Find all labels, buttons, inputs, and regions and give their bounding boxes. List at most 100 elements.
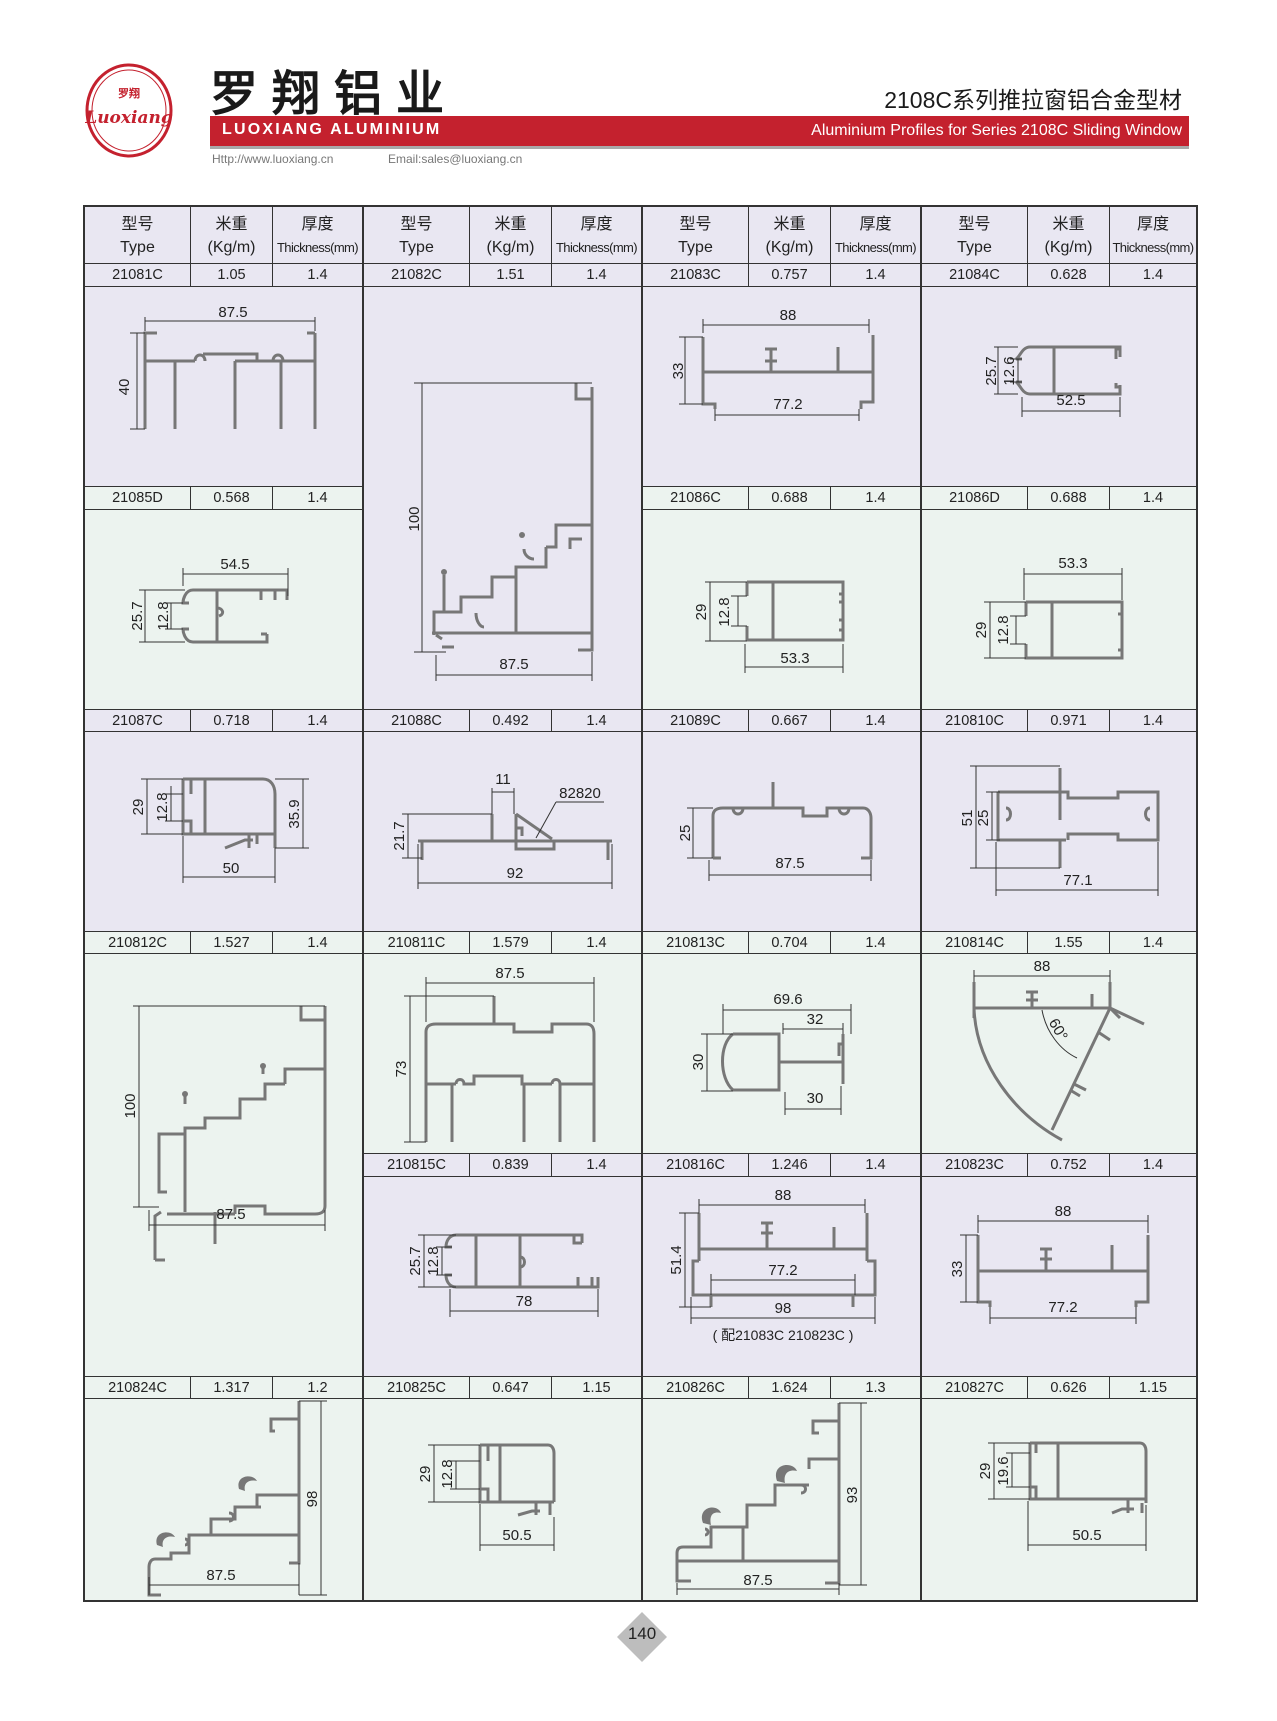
profile-type: 210810C bbox=[922, 710, 1028, 732]
profile-drawing-21086C: 29 12.8 53.3 bbox=[643, 510, 922, 710]
profile-drawing-21084C: 25.7 12.6 52.5 bbox=[922, 287, 1196, 487]
profile-section-icon: 11 82820 21.7 92 bbox=[391, 771, 613, 889]
profile-section-icon: 25.7 12.6 52.5 bbox=[983, 345, 1122, 417]
profile-drawing-210815C: 25.7 12.8 78 bbox=[364, 1177, 643, 1377]
profile-section-icon: 100 87.5 bbox=[122, 1005, 327, 1262]
svg-text:25.7: 25.7 bbox=[983, 356, 1000, 385]
profile-type: 21081C bbox=[85, 264, 191, 287]
compatible-profiles-note: ( 配21083C 210823C ) bbox=[713, 1327, 854, 1343]
profile-weight: 1.55 bbox=[1028, 932, 1110, 954]
profile-type: 210811C bbox=[364, 932, 470, 954]
svg-text:87.5: 87.5 bbox=[495, 965, 524, 982]
page-number: 140 bbox=[627, 1624, 657, 1643]
profile-drawing-210813C: 69.6 32 30 30 bbox=[643, 954, 922, 1154]
website-link[interactable]: Http://www.luoxiang.cn bbox=[212, 152, 334, 166]
profile-section-icon: 29 12.8 50.5 bbox=[417, 1443, 556, 1551]
profile-weight: 1.579 bbox=[470, 932, 552, 954]
profile-weight: 0.647 bbox=[470, 1377, 552, 1399]
profile-thickness: 1.15 bbox=[1110, 1377, 1196, 1399]
profile-drawing-21087C: 29 12.8 35.9 50 bbox=[85, 732, 364, 932]
profile-section-icon: 54.5 25.7 12.8 bbox=[129, 556, 289, 644]
profile-weight: 0.718 bbox=[191, 710, 273, 732]
svg-text:88: 88 bbox=[775, 1187, 792, 1204]
svg-text:93: 93 bbox=[844, 1487, 861, 1504]
svg-text:33: 33 bbox=[949, 1261, 966, 1278]
svg-text:100: 100 bbox=[122, 1093, 139, 1118]
svg-text:30: 30 bbox=[690, 1054, 707, 1071]
profile-weight: 0.626 bbox=[1028, 1377, 1110, 1399]
svg-text:19.6: 19.6 bbox=[995, 1456, 1012, 1485]
profile-weight: 0.667 bbox=[749, 710, 831, 732]
profile-type: 210823C bbox=[922, 1154, 1028, 1177]
col-header-weight: 米重(Kg/m) bbox=[749, 207, 831, 264]
svg-text:77.2: 77.2 bbox=[1048, 1299, 1077, 1316]
col-header-weight: 米重(Kg/m) bbox=[1028, 207, 1110, 264]
profile-weight: 0.628 bbox=[1028, 264, 1110, 287]
profile-drawing-210824C: 98 87.5 bbox=[85, 1399, 364, 1600]
svg-text:87.5: 87.5 bbox=[206, 1567, 235, 1584]
profile-thickness: 1.2 bbox=[273, 1377, 364, 1399]
profile-section-icon: 88 51.4 77.2 98 ( 配21083C 210823C ) bbox=[668, 1187, 877, 1343]
profile-thickness: 1.4 bbox=[273, 487, 364, 510]
profile-type: 21086D bbox=[922, 487, 1028, 510]
svg-text:88: 88 bbox=[1034, 958, 1051, 975]
profile-drawing-21089C: 25 87.5 bbox=[643, 732, 922, 932]
profile-drawing-210825C: 29 12.8 50.5 bbox=[364, 1399, 643, 1600]
profile-section-icon: 25 87.5 bbox=[677, 782, 873, 881]
profile-thickness: 1.4 bbox=[831, 487, 922, 510]
svg-text:30: 30 bbox=[807, 1090, 824, 1107]
page-subtitle-en: Aluminium Profiles for Series 2108C Slid… bbox=[811, 122, 1182, 139]
profile-weight: 0.757 bbox=[749, 264, 831, 287]
profile-weight: 1.624 bbox=[749, 1377, 831, 1399]
profile-thickness: 1.4 bbox=[1110, 932, 1196, 954]
svg-text:罗翔: 罗翔 bbox=[118, 86, 140, 100]
svg-text:82820: 82820 bbox=[559, 785, 601, 802]
svg-text:88: 88 bbox=[780, 307, 797, 324]
profile-type: 210814C bbox=[922, 932, 1028, 954]
profile-type: 210812C bbox=[85, 932, 191, 954]
page-title-cn: 2108C系列推拉窗铝合金型材 bbox=[884, 87, 1182, 113]
email-link[interactable]: Email:sales@luoxiang.cn bbox=[388, 152, 523, 166]
svg-text:40: 40 bbox=[116, 379, 133, 396]
svg-text:11: 11 bbox=[495, 771, 511, 788]
svg-text:87.5: 87.5 bbox=[218, 304, 247, 321]
brand-name-en: LUOXIANG ALUMINIUM bbox=[222, 121, 442, 138]
svg-text:78: 78 bbox=[516, 1293, 533, 1310]
profile-drawing-21082C: 100 87.5 bbox=[364, 287, 643, 710]
svg-text:92: 92 bbox=[507, 865, 524, 882]
profile-type: 21084C bbox=[922, 264, 1028, 287]
svg-text:12.8: 12.8 bbox=[155, 601, 172, 630]
svg-text:51.4: 51.4 bbox=[668, 1245, 685, 1274]
svg-text:12.8: 12.8 bbox=[425, 1246, 442, 1275]
profile-section-icon: 88 33 77.2 bbox=[949, 1203, 1150, 1324]
profile-thickness: 1.4 bbox=[552, 264, 643, 287]
profile-type: 210826C bbox=[643, 1377, 749, 1399]
profile-weight: 0.752 bbox=[1028, 1154, 1110, 1177]
profile-drawing-210826C: 93 87.5 bbox=[643, 1399, 922, 1600]
profile-thickness: 1.4 bbox=[1110, 710, 1196, 732]
profile-type: 21088C bbox=[364, 710, 470, 732]
profile-thickness: 1.4 bbox=[1110, 487, 1196, 510]
profile-drawing-210823C: 88 33 77.2 bbox=[922, 1177, 1196, 1377]
profile-type: 210815C bbox=[364, 1154, 470, 1177]
profile-section-icon: 29 19.6 50.5 bbox=[977, 1441, 1148, 1551]
profile-section-icon: 51 25 77.1 bbox=[959, 765, 1160, 896]
profile-type: 210816C bbox=[643, 1154, 749, 1177]
page-number-badge bbox=[617, 1612, 667, 1662]
svg-text:29: 29 bbox=[977, 1463, 994, 1480]
svg-text:29: 29 bbox=[973, 622, 990, 639]
profile-thickness: 1.15 bbox=[552, 1377, 643, 1399]
profile-thickness: 1.4 bbox=[1110, 264, 1196, 287]
profile-type: 21087C bbox=[85, 710, 191, 732]
profile-weight: 0.704 bbox=[749, 932, 831, 954]
svg-text:29: 29 bbox=[693, 604, 710, 621]
profile-section-icon: 88 60° bbox=[972, 958, 1145, 1142]
col-header-weight: 米重(Kg/m) bbox=[470, 207, 552, 264]
profile-section-icon: 29 12.8 35.9 50 bbox=[130, 777, 309, 883]
svg-text:33: 33 bbox=[670, 363, 687, 380]
